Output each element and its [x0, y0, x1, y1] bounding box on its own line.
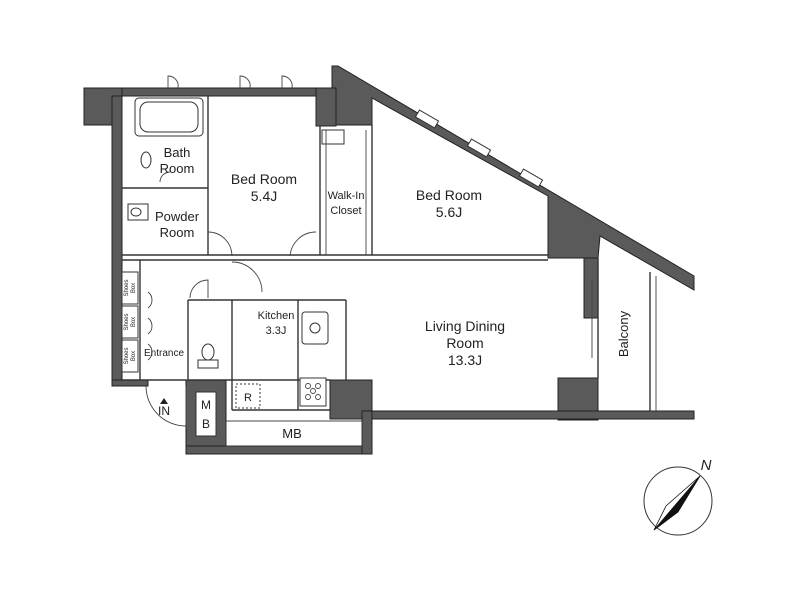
- label-bedroom-a-2: 5.4J: [251, 188, 277, 204]
- svg-text:Box: Box: [131, 351, 137, 361]
- stove-icon: [299, 377, 327, 407]
- label-closet-2: Closet: [330, 205, 361, 217]
- wall-top: [121, 87, 333, 97]
- label-bath-1: Bath: [164, 145, 191, 160]
- label-bedroom-a-1: Bed Room: [231, 171, 297, 187]
- label-mb-m: M: [201, 398, 211, 412]
- compass: N: [643, 457, 713, 536]
- windows: [414, 109, 544, 188]
- label-kitchen-2: 3.3J: [266, 325, 287, 337]
- label-entrance: Entrance: [144, 348, 184, 359]
- wall-mb-right: [361, 410, 373, 455]
- wall-balcony-divider: [583, 257, 599, 319]
- label-mb-b: B: [202, 417, 210, 431]
- room-labels: Bath Room Powder Room Bed Room 5.4J Walk…: [124, 145, 631, 441]
- label-in: IN: [158, 404, 170, 418]
- label-r: R: [244, 392, 252, 404]
- label-kitchen-1: Kitchen: [258, 310, 295, 322]
- wall-entrance-bottom: [111, 379, 149, 387]
- label-living-2: Room: [446, 335, 483, 351]
- label-bedroom-b-2: 5.6J: [436, 204, 462, 220]
- wall-top-right: [315, 87, 337, 127]
- shoe-box-3: [121, 339, 139, 373]
- label-balcony: Balcony: [616, 310, 631, 357]
- wall-living-lower-right: [557, 377, 599, 421]
- wall-mb-bottom: [185, 445, 373, 455]
- svg-text:Shoes: Shoes: [124, 347, 130, 364]
- svg-text:Shoes: Shoes: [124, 313, 130, 330]
- toilet-icon: [140, 151, 152, 169]
- interior-lines: [122, 96, 657, 447]
- wall-bottom: [371, 410, 695, 420]
- entry-arrow-icon: [160, 398, 168, 404]
- doors: [145, 75, 317, 427]
- label-living-1: Living Dining: [425, 318, 505, 334]
- label-bath-2: Room: [160, 161, 195, 176]
- svg-text:Box: Box: [131, 317, 137, 327]
- wall-left-column: [111, 95, 123, 387]
- refrigerator-icon: [235, 383, 261, 409]
- wall-diagonal: [331, 65, 695, 291]
- svg-text:Shoes: Shoes: [124, 279, 130, 296]
- label-mb: MB: [282, 426, 302, 441]
- label-powder-2: Room: [160, 225, 195, 240]
- shoe-box-2: [121, 305, 139, 339]
- label-powder-1: Powder: [155, 209, 200, 224]
- shoebox-labels: Shoes Box Shoes Box Shoes Box: [124, 279, 137, 364]
- fixtures: [121, 97, 329, 409]
- label-closet-1: Walk-In: [328, 190, 365, 202]
- entrance-toilet-icon: [201, 343, 215, 361]
- shoe-box-1: [121, 271, 139, 305]
- svg-text:Box: Box: [131, 283, 137, 293]
- compass-north-label: N: [701, 457, 712, 474]
- label-bedroom-b-1: Bed Room: [416, 187, 482, 203]
- label-living-3: 13.3J: [448, 352, 482, 368]
